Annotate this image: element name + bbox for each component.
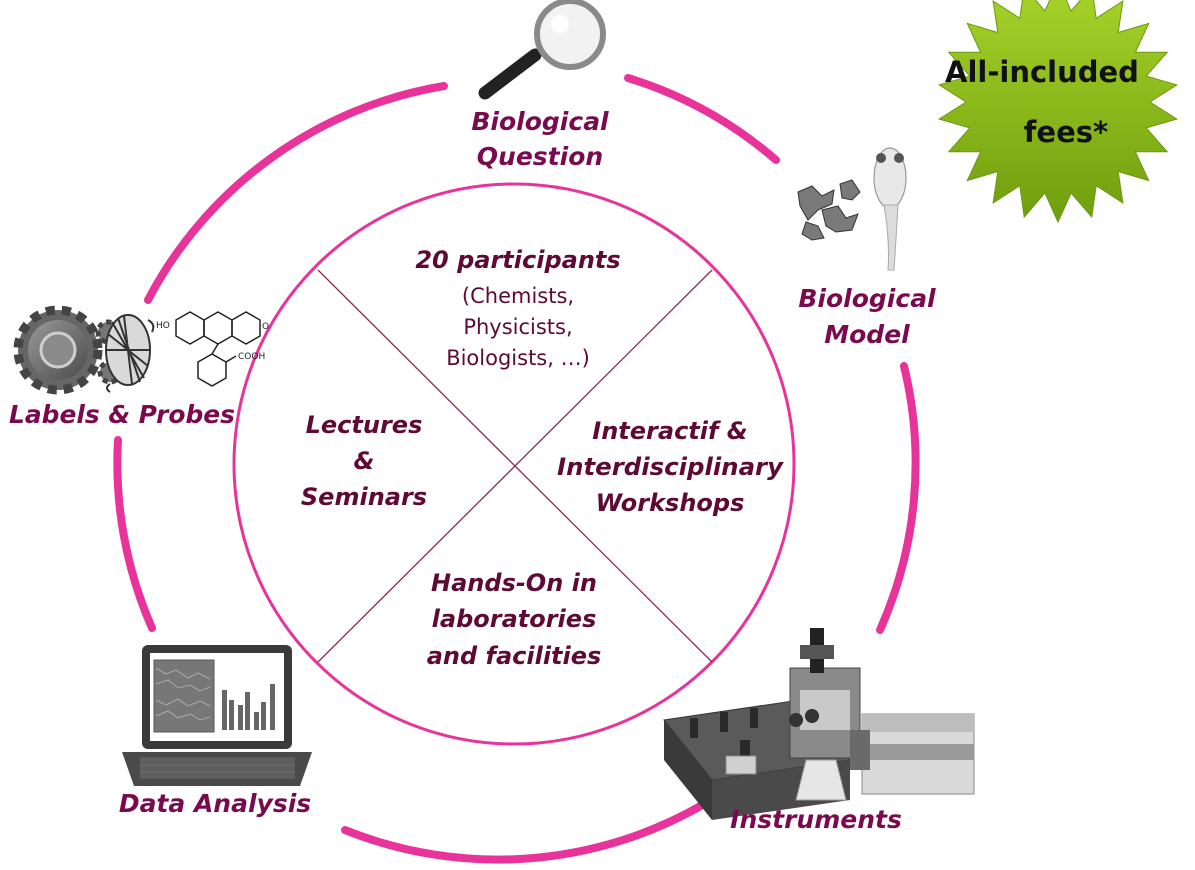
gear-icon xyxy=(13,305,123,395)
quadrant-top-detail-1: (Chemists, xyxy=(462,284,574,308)
magnifier-icon xyxy=(478,0,606,100)
quadrant-left-line3: Seminars xyxy=(301,483,427,511)
label-biological-model-line2: Model xyxy=(824,320,910,349)
quadrant-bottom-line3: and facilities xyxy=(427,642,602,670)
probe-label-o: O xyxy=(262,322,269,332)
quadrant-top-detail-2: Physicists, xyxy=(463,315,572,339)
ring-segment-right xyxy=(876,362,920,634)
quadrant-bottom-line1: Hands-On in xyxy=(431,569,597,597)
label-biological-question-line2: Question xyxy=(477,142,603,171)
probe-label-ho: HO xyxy=(156,321,170,331)
quadrant-left-line1: Lectures xyxy=(306,411,423,439)
quadrant-top-title: 20 participants xyxy=(415,246,620,274)
divider-diagonal-b xyxy=(317,269,713,663)
badge-line-1: All-included xyxy=(945,55,1139,89)
all-included-fees-badge: All-included fees* xyxy=(937,0,1179,224)
inner-circle xyxy=(232,182,796,746)
quadrant-right-line3: Workshops xyxy=(596,489,745,517)
quadrant-right-line2: Interdisciplinary xyxy=(557,453,784,481)
badge-line-2: fees* xyxy=(1024,115,1108,149)
ring-segment-top-right xyxy=(624,74,780,164)
zebrafish-larva-icon xyxy=(873,147,907,271)
label-biological-model-line1: Biological xyxy=(798,284,936,313)
label-data-analysis: Data Analysis xyxy=(119,789,311,818)
ring-segment-bottom xyxy=(341,800,708,864)
quadrant-bottom-line2: laboratories xyxy=(432,605,597,633)
laptop-icon xyxy=(122,645,312,786)
label-labels-probes: Labels & Probes xyxy=(9,400,235,429)
microscope-instrument-icon xyxy=(663,628,975,820)
label-instruments: Instruments xyxy=(730,805,902,834)
ring-segment-top-left xyxy=(144,82,448,304)
quadrant-right-line1: Interactif & xyxy=(592,417,747,445)
fluorescein-molecule-icon xyxy=(175,311,261,387)
ring-segment-left-lower xyxy=(113,436,156,632)
quadrant-top-detail-3: Biologists, …) xyxy=(446,346,590,370)
protein-structure-icon xyxy=(105,314,155,393)
outer-ring xyxy=(113,74,920,864)
cells-icon xyxy=(797,179,861,241)
label-biological-question-line1: Biological xyxy=(471,107,609,136)
quadrant-left-line2: & xyxy=(354,447,375,475)
probe-label-cooh: COOH xyxy=(238,352,265,362)
